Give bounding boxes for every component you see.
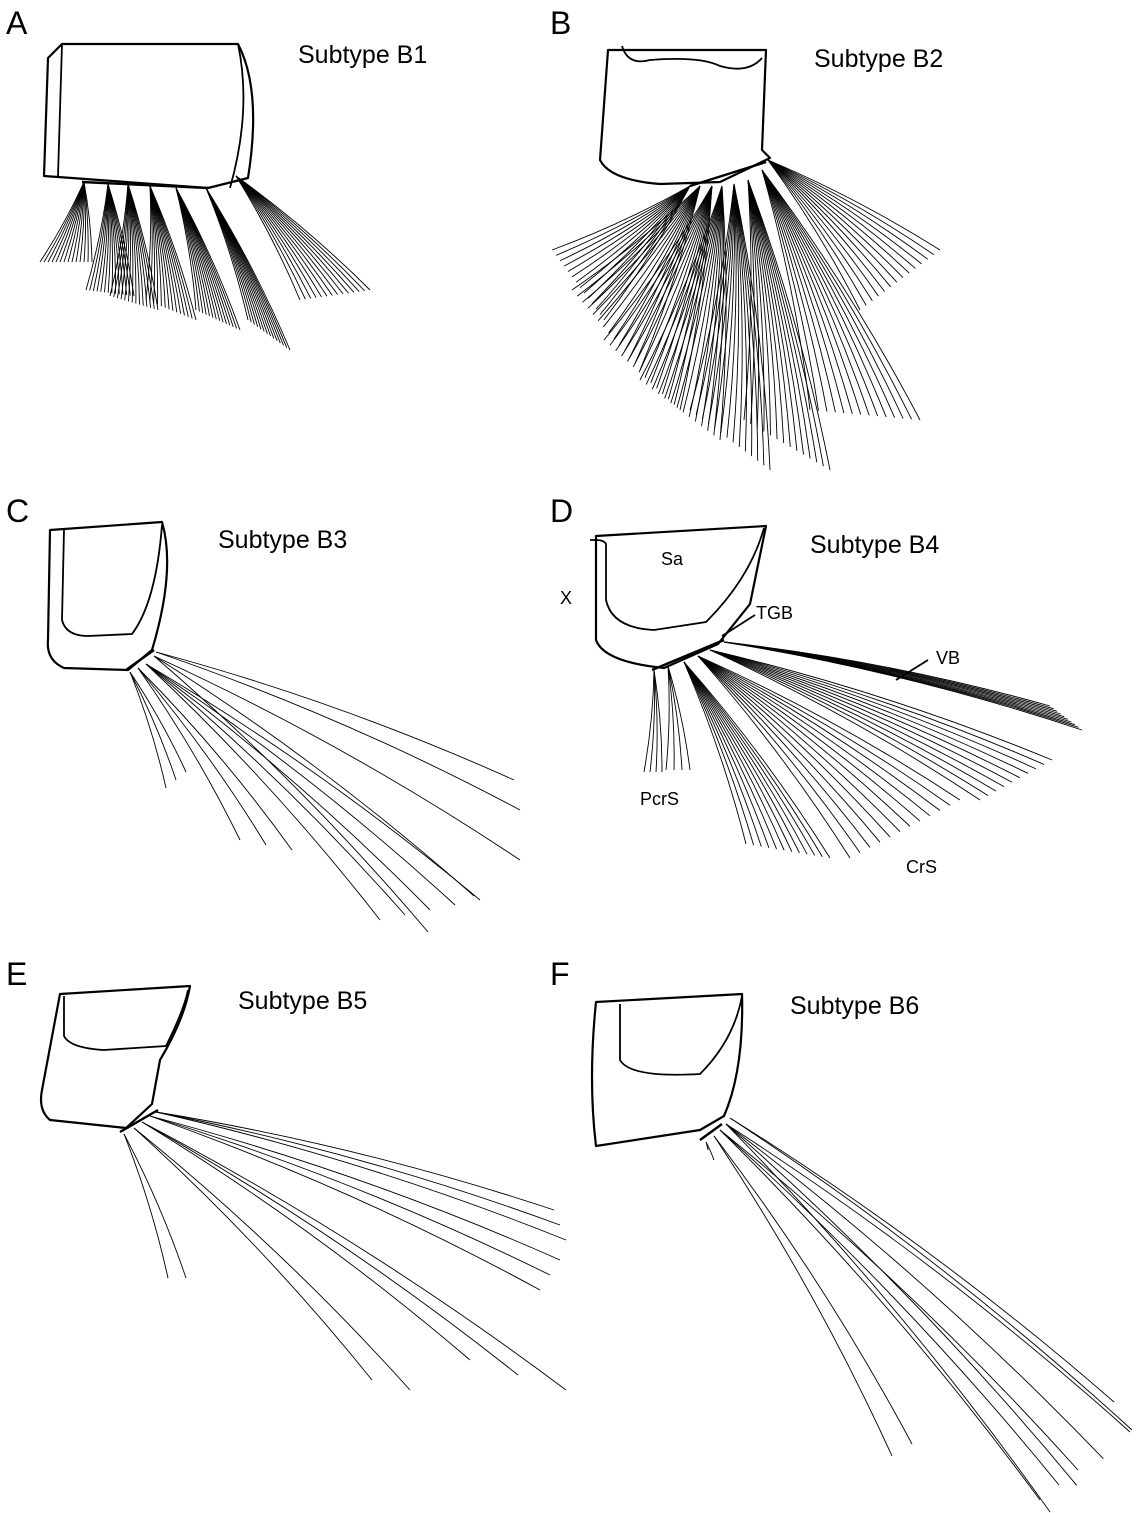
bristle-strand [154, 656, 474, 896]
bristle-strand [146, 186, 151, 300]
panel-f-title: Subtype B6 [790, 992, 919, 1020]
bristle-strand [134, 1128, 410, 1390]
panel-a: A Subtype B1 [6, 5, 427, 350]
panel-e-title: Subtype B5 [238, 987, 367, 1015]
panel-c-letter: C [6, 493, 29, 529]
bristle-strand [124, 1134, 186, 1278]
panel-d-inner-line [590, 528, 764, 630]
bristle-strand [156, 1112, 566, 1240]
panel-c-inner-line [62, 525, 162, 636]
bristle-strand [720, 1130, 1078, 1470]
panel-d: D Subtype B4 Sa X TGB VB PcrS CrS [550, 493, 1082, 877]
bristle-strand [130, 672, 176, 780]
panel-e-letter: E [6, 956, 27, 992]
bristle-strand [130, 672, 166, 788]
label-sa: Sa [661, 549, 684, 569]
panel-a-bristle-fans [40, 176, 370, 350]
bristle-strand [726, 1124, 1050, 1512]
bristle-strand [138, 668, 240, 840]
label-pcrs: PcrS [640, 789, 679, 809]
bristle-strand [593, 186, 700, 315]
panel-c: C Subtype B3 [6, 493, 520, 932]
bristle-strand [684, 662, 746, 844]
bristle-strand [744, 180, 751, 420]
bristle-strand [156, 652, 520, 810]
label-vb: VB [936, 648, 960, 668]
panel-b-bristle-fans [552, 160, 940, 470]
label-tgb: TGB [756, 603, 793, 623]
bristle-strand [730, 1118, 1132, 1430]
panel-d-bristle-fans [644, 642, 1082, 858]
bristle-strand [150, 1116, 540, 1290]
panel-d-title: Subtype B4 [810, 531, 939, 559]
panel-b: B Subtype B2 [550, 5, 943, 470]
panel-f-inner-line [620, 996, 742, 1075]
bristle-strand [644, 670, 654, 772]
panel-d-segment [596, 526, 766, 668]
bristle-strand [142, 1122, 470, 1360]
bristle-strand [666, 666, 669, 770]
bristle-strand [730, 1118, 1114, 1402]
bristle-strand [156, 1112, 560, 1225]
bristle-strand [724, 642, 1078, 727]
panel-f-segment [592, 994, 742, 1146]
bristle-strand [726, 1124, 1103, 1459]
bristle-strand [710, 650, 988, 796]
label-crs: CrS [906, 857, 937, 877]
panel-b-letter: B [550, 5, 571, 41]
bristle-strand [710, 650, 996, 791]
panel-a-title: Subtype B1 [298, 41, 427, 69]
label-x: X [560, 588, 572, 608]
panel-a-segment [44, 44, 253, 188]
panel-b-sockets [690, 162, 766, 186]
panel-b-title: Subtype B2 [814, 45, 943, 73]
bristle-strand [176, 188, 199, 312]
panel-e-bristles [124, 1112, 566, 1390]
panel-f: F Subtype B6 [550, 956, 1132, 1512]
panel-f-letter: F [550, 956, 570, 992]
panel-e: E Subtype B5 [6, 956, 566, 1390]
bristle-strand [552, 186, 690, 250]
panel-a-inner-line [58, 44, 62, 176]
panel-c-bristles [130, 652, 520, 932]
bristle-strand [698, 656, 860, 853]
panel-a-side-line [230, 44, 243, 188]
bristle-strand [146, 664, 455, 905]
panel-d-letter: D [550, 493, 573, 529]
bristle-strand [134, 1128, 372, 1380]
bristle-strand [706, 1142, 714, 1160]
bristle-strand [146, 664, 480, 900]
panel-b-segment [600, 50, 770, 184]
bristle-strand [146, 664, 380, 920]
bristle-strand [724, 642, 1082, 730]
bristle-strand [124, 1134, 168, 1278]
bristle-strand [720, 1130, 1059, 1485]
panel-e-inner-line [64, 990, 188, 1050]
bristle-strand [577, 186, 700, 296]
panel-c-title: Subtype B3 [218, 526, 347, 554]
bristle-strand [138, 668, 266, 845]
bristle-strand [726, 1124, 1130, 1432]
panel-f-bristles [706, 1118, 1132, 1512]
panel-a-letter: A [6, 5, 28, 41]
panel-f-sockets [700, 1124, 722, 1140]
